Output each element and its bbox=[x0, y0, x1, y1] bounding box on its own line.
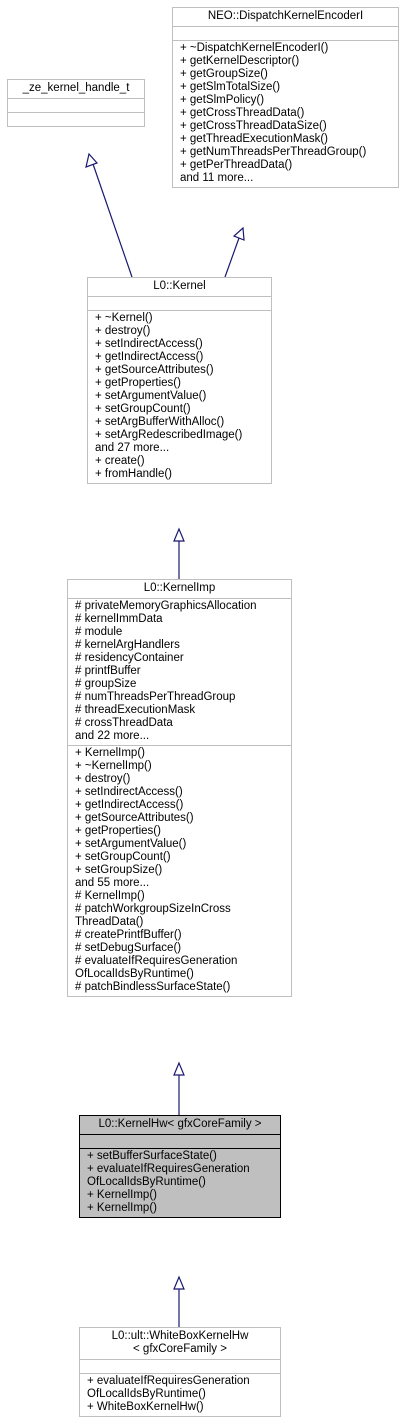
class-attribute: # kernelArgHandlers bbox=[75, 639, 180, 651]
class-method: + getProperties() bbox=[75, 825, 161, 837]
class-method: + setArgumentValue() bbox=[75, 838, 187, 850]
methods-section: + ~Kernel()+ destroy()+ setIndirectAcces… bbox=[88, 310, 271, 483]
arrowhead-kernelhw bbox=[173, 1275, 185, 1290]
class-method: + setGroupCount() bbox=[95, 403, 191, 415]
class-method: + KernelImp() bbox=[75, 747, 145, 759]
class-method: + getPerThreadData() bbox=[180, 159, 293, 171]
class-method: + getSourceAttributes() bbox=[75, 812, 194, 824]
class-attribute: # privateMemoryGraphicsAllocation bbox=[75, 600, 257, 612]
class-title: L0::KernelHw< gfxCoreFamily > bbox=[98, 1118, 262, 1130]
class-method: + getIndirectAccess() bbox=[75, 799, 184, 811]
class-method: + setBufferSurfaceState() bbox=[87, 1150, 217, 1162]
class-method: + getKernelDescriptor() bbox=[180, 55, 300, 67]
class-title: _ze_kernel_handle_t bbox=[22, 82, 130, 94]
methods-section: + KernelImp()+ ~KernelImp()+ destroy()+ … bbox=[68, 745, 291, 996]
class-method: + setGroupSize() bbox=[75, 864, 163, 876]
class-method: + getSlmTotalSize() bbox=[180, 81, 281, 93]
class-method: + getSourceAttributes() bbox=[95, 364, 214, 376]
class-method: # patchBindlessSurfaceState() bbox=[75, 981, 231, 993]
class-method: # KernelImp() bbox=[75, 890, 145, 902]
class-method: + getProperties() bbox=[95, 377, 181, 389]
class-method: + getIndirectAccess() bbox=[95, 351, 204, 363]
class-method: # evaluateIfRequiresGeneration bbox=[75, 955, 238, 967]
class-method: # createPrintfBuffer() bbox=[75, 929, 182, 941]
class-method: + getSlmPolicy() bbox=[180, 94, 265, 106]
arrowhead-kernel bbox=[173, 527, 185, 542]
class-attribute: # threadExecutionMask bbox=[75, 704, 196, 716]
class-method: OfLocalIdsByRuntime() bbox=[87, 1176, 206, 1188]
class-method: + KernelImp() bbox=[87, 1189, 157, 1201]
class-title: L0::KernelImp bbox=[143, 582, 216, 594]
class-method: + fromHandle() bbox=[95, 468, 173, 480]
edge-kernel-to-dispatch bbox=[224, 237, 240, 278]
class-method: + getNumThreadsPerThreadGroup() bbox=[180, 146, 367, 158]
class-method: + destroy() bbox=[95, 325, 151, 337]
class-method: OfLocalIdsByRuntime() bbox=[75, 968, 194, 980]
attributes-section: # privateMemoryGraphicsAllocation# kerne… bbox=[68, 598, 291, 745]
class-method: + KernelImp() bbox=[87, 1202, 157, 1214]
class-attribute: # numThreadsPerThreadGroup bbox=[75, 691, 236, 703]
class-method: + WhiteBoxKernelHw() bbox=[87, 1401, 204, 1413]
methods-section: + setBufferSurfaceState()+ evaluateIfReq… bbox=[80, 1148, 280, 1217]
class-attribute: # module bbox=[75, 626, 123, 638]
class-attribute: and 22 more... bbox=[75, 730, 150, 742]
class-method: + setArgBufferWithAlloc() bbox=[95, 416, 225, 428]
attributes-section bbox=[80, 1359, 280, 1373]
class-l0-kernelhw[interactable]: L0::KernelHw< gfxCoreFamily > + setBuffe… bbox=[79, 1115, 281, 1218]
class-method: + setIndirectAccess() bbox=[75, 786, 183, 798]
class-method: + setArgRedescribedImage() bbox=[95, 429, 243, 441]
class-dispatch-kernel-encoder[interactable]: NEO::DispatchKernelEncoderI + ~DispatchK… bbox=[172, 7, 399, 188]
class-method: + setGroupCount() bbox=[75, 851, 171, 863]
class-method: + ~KernelImp() bbox=[75, 760, 152, 772]
class-method: ThreadData() bbox=[75, 916, 144, 928]
attributes-section bbox=[8, 98, 144, 112]
methods-section: + ~DispatchKernelEncoderI()+ getKernelDe… bbox=[173, 40, 398, 187]
class-method: + getCrossThreadDataSize() bbox=[180, 120, 327, 132]
class-method: + setArgumentValue() bbox=[95, 390, 207, 402]
arrowhead-ze-kernel bbox=[85, 152, 99, 168]
class-title: L0::Kernel bbox=[153, 280, 206, 292]
class-attribute: # groupSize bbox=[75, 678, 137, 690]
class-method: + create() bbox=[95, 455, 145, 467]
class-title: NEO::DispatchKernelEncoderI bbox=[207, 10, 364, 22]
attributes-section bbox=[88, 296, 271, 310]
class-attribute: # residencyContainer bbox=[75, 652, 184, 664]
class-method: and 55 more... bbox=[75, 877, 150, 889]
class-method: + setIndirectAccess() bbox=[95, 338, 203, 350]
class-method: # setDebugSurface() bbox=[75, 942, 182, 954]
class-method: + getGroupSize() bbox=[180, 68, 268, 80]
class-method: + evaluateIfRequiresGeneration bbox=[87, 1163, 250, 1175]
class-method: # patchWorkgroupSizeInCross bbox=[75, 903, 231, 915]
class-title: L0::ult::WhiteBoxKernelHw < gfxCoreFamil… bbox=[111, 1330, 249, 1355]
class-method: + getThreadExecutionMask() bbox=[180, 133, 328, 145]
class-whitebox-kernelhw[interactable]: L0::ult::WhiteBoxKernelHw < gfxCoreFamil… bbox=[79, 1327, 281, 1417]
class-method: + evaluateIfRequiresGeneration bbox=[87, 1375, 250, 1387]
class-l0-kernel[interactable]: L0::Kernel + ~Kernel()+ destroy()+ setIn… bbox=[87, 277, 272, 484]
class-attribute: # kernelImmData bbox=[75, 613, 163, 625]
edge-kernel-to-ze-kernel bbox=[92, 163, 133, 278]
attributes-section bbox=[80, 1134, 280, 1148]
class-method: + ~Kernel() bbox=[95, 312, 153, 324]
class-attribute: # crossThreadData bbox=[75, 717, 173, 729]
class-attribute: # printfBuffer bbox=[75, 665, 141, 677]
class-l0-kernelimp[interactable]: L0::KernelImp # privateMemoryGraphicsAll… bbox=[67, 579, 292, 997]
methods-section bbox=[8, 112, 144, 126]
class-method: and 11 more... bbox=[180, 172, 254, 184]
attributes-section bbox=[173, 26, 398, 40]
class-method: OfLocalIdsByRuntime() bbox=[87, 1388, 206, 1400]
class-method: + ~DispatchKernelEncoderI() bbox=[180, 42, 329, 54]
arrowhead-dispatch bbox=[232, 226, 245, 241]
arrowhead-kernelimp bbox=[173, 1061, 185, 1076]
class-ze-kernel-handle[interactable]: _ze_kernel_handle_t bbox=[7, 79, 145, 127]
class-method: and 27 more... bbox=[95, 442, 170, 454]
class-method: + getCrossThreadData() bbox=[180, 107, 305, 119]
class-method: + destroy() bbox=[75, 773, 131, 785]
